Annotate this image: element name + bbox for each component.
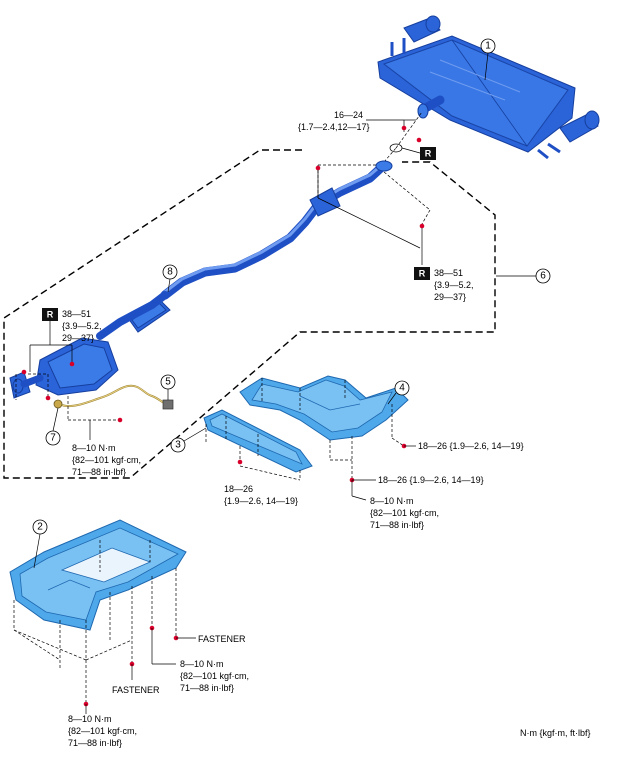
under-cover-2 xyxy=(9,519,187,631)
svg-text:8—10 N·m: 8—10 N·m xyxy=(370,496,414,506)
svg-text:4: 4 xyxy=(399,383,405,394)
front-pipe xyxy=(9,160,393,399)
svg-text:29—37}: 29—37} xyxy=(62,333,94,343)
callout-3: 3 xyxy=(170,427,207,453)
svg-text:{82—101 kgf·cm,: {82—101 kgf·cm, xyxy=(68,726,137,736)
callout-4: 4 xyxy=(387,380,410,405)
svg-text:{82—101 kgf·cm,: {82—101 kgf·cm, xyxy=(180,671,249,681)
svg-text:{1.9—2.6, 14—19}: {1.9—2.6, 14—19} xyxy=(224,496,298,506)
fastener-label-1: FASTENER xyxy=(198,634,246,644)
svg-text:38—51: 38—51 xyxy=(62,309,91,319)
svg-text:R: R xyxy=(47,310,54,320)
r-tag: R xyxy=(420,147,436,160)
svg-text:8—10 N·m: 8—10 N·m xyxy=(180,659,224,669)
svg-text:{1.7—2.4,12—17}: {1.7—2.4,12—17} xyxy=(298,122,370,132)
svg-text:2: 2 xyxy=(37,522,43,533)
torque-label-mid: R 38—51 {3.9—5.2, 29—37} xyxy=(317,170,474,302)
svg-text:8—10 N·m: 8—10 N·m xyxy=(68,714,112,724)
torque-label-3: 18—26 {1.9—2.6, 14—19} xyxy=(224,484,298,506)
callout-8: 8 xyxy=(162,264,178,293)
torque-point xyxy=(419,223,425,229)
under-cover-4 xyxy=(239,375,409,441)
svg-text:38—51: 38—51 xyxy=(434,268,463,278)
svg-text:R: R xyxy=(419,269,426,279)
torque-point xyxy=(237,459,243,465)
torque-point xyxy=(69,361,75,367)
svg-text:5: 5 xyxy=(165,377,171,388)
svg-text:3: 3 xyxy=(175,440,181,451)
svg-text:7: 7 xyxy=(50,433,56,444)
torque-label-4c: 8—10 N·m {82—101 kgf·cm, 71—88 in·lbf} xyxy=(370,496,439,530)
torque-label-top: 16—24 {1.7—2.4,12—17} xyxy=(298,110,416,132)
torque-point xyxy=(416,137,422,143)
torque-label-4a: 18—26 {1.9—2.6, 14—19} xyxy=(418,441,524,451)
svg-text:18—26: 18—26 xyxy=(224,484,253,494)
assembly-boundary xyxy=(3,149,496,479)
svg-text:29—37}: 29—37} xyxy=(434,292,466,302)
torque-label-4b: 18—26 {1.9—2.6, 14—19} xyxy=(378,475,484,485)
svg-text:{3.9—5.2,: {3.9—5.2, xyxy=(434,280,474,290)
torque-label-left: R 38—51 {3.9—5.2, 29—37} xyxy=(29,308,102,372)
torque-point xyxy=(401,125,407,131)
torque-point xyxy=(45,395,51,401)
svg-text:8—10 N·m: 8—10 N·m xyxy=(72,443,116,453)
torque-point xyxy=(315,165,321,171)
svg-text:71—88 in·lbf}: 71—88 in·lbf} xyxy=(180,683,234,693)
svg-text:8: 8 xyxy=(167,267,173,278)
torque-label-2b: 8—10 N·m {82—101 kgf·cm, 71—88 in·lbf} xyxy=(68,714,137,748)
svg-text:1: 1 xyxy=(485,41,491,52)
svg-text:{3.9—5.2,: {3.9—5.2, xyxy=(62,321,102,331)
svg-text:71—88 in·lbf}: 71—88 in·lbf} xyxy=(370,520,424,530)
torque-label-sensor: 8—10 N·m {82—101 kgf·cm, 71—88 in·lbf} xyxy=(72,443,141,477)
callout-1: 1 xyxy=(480,38,496,81)
callout-7: 7 xyxy=(45,407,61,446)
units-note: N·m {kgf·m, ft·lbf} xyxy=(520,728,591,738)
torque-point xyxy=(117,417,123,423)
torque-point xyxy=(21,369,27,375)
svg-text:{82—101 kgf·cm,: {82—101 kgf·cm, xyxy=(370,508,439,518)
svg-text:71—88 in·lbf}: 71—88 in·lbf} xyxy=(68,738,122,748)
fastener-label-2: FASTENER xyxy=(112,685,160,695)
svg-text:71—88 in·lbf}: 71—88 in·lbf} xyxy=(72,467,126,477)
torque-label-2a: 8—10 N·m {82—101 kgf·cm, 71—88 in·lbf} xyxy=(180,659,249,693)
svg-text:R: R xyxy=(425,149,432,159)
svg-text:{82—101 kgf·cm,: {82—101 kgf·cm, xyxy=(72,455,141,465)
svg-text:16—24: 16—24 xyxy=(334,110,363,120)
main-silencer xyxy=(377,15,600,160)
callout-6: 6 xyxy=(496,268,551,284)
callout-5: 5 xyxy=(160,374,176,400)
svg-text:6: 6 xyxy=(540,271,546,282)
callout-2: 2 xyxy=(32,519,48,569)
